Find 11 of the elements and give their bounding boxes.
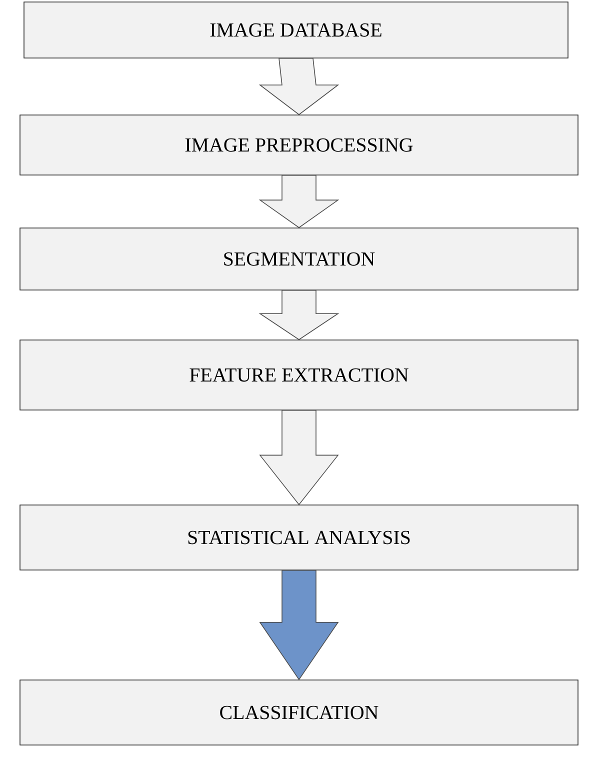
block-arrow xyxy=(258,290,340,340)
process-box: SEGMENTATION xyxy=(20,228,578,290)
process-box: FEATURE EXTRACTION xyxy=(20,340,578,410)
process-box: CLASSIFICATION xyxy=(20,680,578,746)
block-arrow xyxy=(258,58,340,116)
block-arrow xyxy=(259,410,339,506)
block-arrow xyxy=(258,175,340,228)
process-box: IMAGE DATABASE xyxy=(24,2,568,58)
process-box: STATISTICAL ANALYSIS xyxy=(20,504,578,570)
block-arrow xyxy=(259,570,339,680)
process-box: IMAGE PREPROCESSING xyxy=(20,114,578,176)
